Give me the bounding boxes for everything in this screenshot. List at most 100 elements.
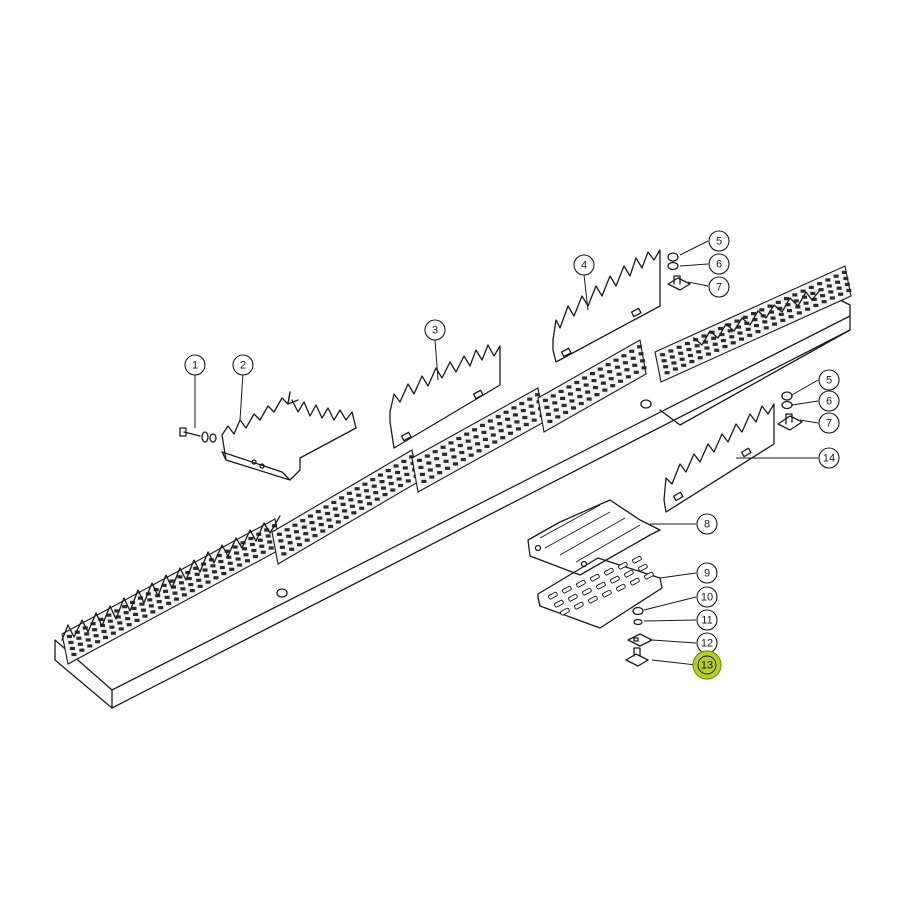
grating-slot bbox=[825, 278, 831, 282]
grating-slot bbox=[712, 342, 718, 346]
grating-section bbox=[271, 449, 419, 565]
grating-slot bbox=[318, 522, 324, 527]
grating-slot bbox=[763, 326, 769, 330]
grating-slot bbox=[382, 493, 388, 497]
callout-circle bbox=[696, 562, 718, 584]
grating-slot bbox=[320, 529, 326, 533]
grating-slot bbox=[714, 348, 720, 352]
grating-slot bbox=[615, 365, 621, 369]
grating-slot bbox=[449, 448, 455, 452]
grating-slot bbox=[558, 389, 564, 394]
grating-slot bbox=[174, 597, 179, 601]
grating-slot bbox=[194, 572, 200, 576]
grating-section bbox=[411, 387, 545, 493]
grating-slot bbox=[235, 557, 241, 561]
callout-label: 9 bbox=[704, 568, 710, 580]
grating-slot bbox=[800, 289, 806, 293]
grating-slot bbox=[264, 528, 270, 532]
callout-circle bbox=[818, 447, 840, 469]
grating-slot bbox=[434, 457, 440, 461]
grating-slot bbox=[821, 300, 827, 304]
grating-slot bbox=[479, 423, 485, 428]
callout-circle bbox=[818, 369, 840, 391]
grating-slot bbox=[196, 578, 202, 582]
panel-slot bbox=[610, 575, 620, 584]
panel-slot bbox=[632, 555, 642, 564]
grating-slot bbox=[490, 433, 496, 437]
grating-slot bbox=[395, 470, 401, 475]
grating-slot bbox=[679, 357, 685, 361]
grating-slot bbox=[131, 606, 137, 610]
grating-slot bbox=[810, 291, 816, 296]
grating-slot bbox=[689, 359, 695, 364]
grating-slot bbox=[481, 430, 487, 435]
grating-slot bbox=[440, 445, 446, 449]
grating-slot bbox=[560, 396, 566, 401]
grating-slot bbox=[555, 415, 561, 419]
grating-slot bbox=[359, 506, 365, 510]
grating-slot bbox=[785, 303, 791, 307]
grating-slot bbox=[547, 419, 553, 423]
grating-slot bbox=[248, 536, 254, 541]
grating-slot bbox=[237, 563, 243, 567]
grating-slot bbox=[140, 608, 146, 612]
grating-slot bbox=[638, 352, 644, 356]
grating-slot bbox=[531, 418, 537, 422]
grating-slot bbox=[563, 410, 569, 415]
grating-slot bbox=[826, 284, 832, 288]
grating-slot bbox=[213, 576, 219, 580]
grating-slot bbox=[71, 652, 77, 657]
grating-slot bbox=[284, 528, 290, 532]
grating-slot bbox=[523, 422, 529, 427]
grating-slot bbox=[621, 354, 627, 358]
grating-slot bbox=[457, 443, 463, 448]
grating-slot bbox=[156, 600, 162, 604]
grating-slot bbox=[660, 353, 666, 357]
grating-slot bbox=[427, 468, 433, 472]
grating-slot bbox=[506, 424, 512, 428]
callout-6: 6 bbox=[818, 390, 840, 412]
grating-slot bbox=[590, 372, 595, 376]
grating-slot bbox=[177, 575, 183, 579]
grating-slot bbox=[519, 401, 525, 406]
part-2-bracket bbox=[221, 391, 357, 481]
grating-slot bbox=[301, 525, 307, 529]
grating-slot bbox=[421, 479, 427, 484]
grating-slot bbox=[475, 442, 481, 446]
callout-9: 9 bbox=[696, 562, 718, 584]
callout-label: 6 bbox=[826, 396, 832, 408]
grating-slot bbox=[317, 516, 323, 520]
grating-slot bbox=[694, 344, 700, 348]
grating-slot bbox=[574, 380, 580, 385]
grating-slot bbox=[762, 320, 768, 324]
grating-slot bbox=[527, 397, 533, 401]
callout-13: 13 bbox=[692, 650, 722, 680]
grating-slot bbox=[106, 613, 112, 617]
grating-slot bbox=[226, 555, 232, 559]
grating-slot bbox=[240, 541, 246, 545]
grating-slot bbox=[349, 504, 355, 508]
grating-slot bbox=[567, 392, 573, 396]
grating-slot bbox=[684, 341, 690, 346]
grating-slot bbox=[616, 372, 622, 376]
grating-slot bbox=[780, 318, 786, 322]
callout-circle bbox=[692, 650, 722, 680]
grating-slot bbox=[686, 347, 692, 352]
grating-slot bbox=[637, 345, 643, 349]
panel-slot bbox=[630, 577, 640, 586]
grating-slot bbox=[234, 551, 240, 555]
callout-label: 5 bbox=[716, 236, 722, 248]
grating-slot bbox=[390, 488, 396, 492]
grating-slot bbox=[416, 458, 422, 463]
grating-slot bbox=[818, 288, 824, 292]
grating-slot bbox=[722, 344, 728, 349]
grating-slot bbox=[303, 532, 309, 536]
grating-slot bbox=[744, 321, 750, 325]
grating-slot bbox=[286, 534, 292, 538]
grating-slot bbox=[735, 325, 741, 329]
grating-slot bbox=[186, 576, 192, 581]
grating-slot bbox=[98, 617, 104, 622]
grating-slot bbox=[103, 635, 108, 640]
grating-slot bbox=[747, 333, 753, 337]
grating-slot bbox=[625, 375, 631, 379]
